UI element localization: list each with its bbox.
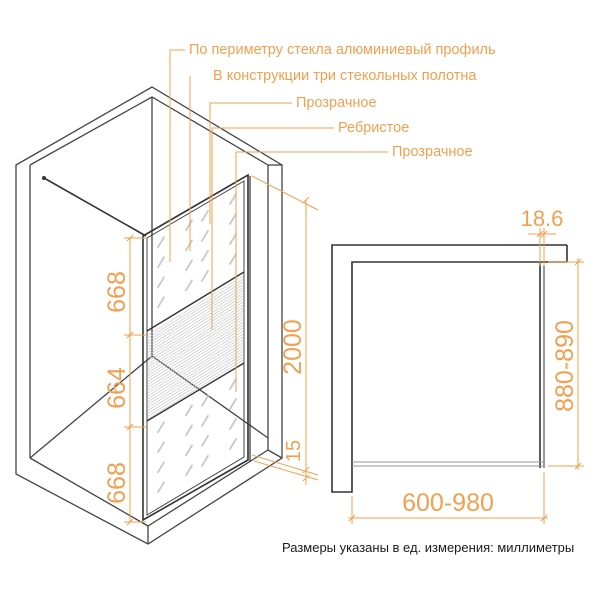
dim-panel-top: 668 (103, 271, 131, 313)
dim-profile-width: 18.6 (521, 206, 564, 231)
height-dimension (251, 175, 319, 485)
reflection-mark (157, 421, 165, 434)
reflection-mark (229, 438, 237, 450)
rib-line (147, 330, 244, 391)
rib-line (147, 281, 244, 342)
rib-line (147, 336, 244, 397)
dim-width: 600-980 (402, 489, 494, 517)
rib-line (147, 339, 244, 400)
dim-panel-bottom: 668 (103, 462, 131, 504)
rib-line (147, 356, 244, 417)
reflection-mark (157, 461, 165, 474)
dim-depth: 880-890 (551, 320, 579, 412)
units-footnote: Размеры указаны в ед. измерения: миллиме… (282, 540, 575, 555)
callout-transparent-bottom: Прозрачное (392, 144, 473, 160)
pane-divider-top (146, 271, 245, 332)
rib-line (147, 304, 244, 365)
reflection-mark (185, 424, 193, 437)
reflection-mark (229, 193, 237, 205)
pane-divider-bottom (146, 362, 245, 422)
dim-bottom-gap: 15 (283, 440, 305, 462)
reflection-mark (157, 441, 165, 454)
rib-line (147, 310, 244, 371)
reflection-mark (229, 378, 237, 390)
reflection-mark (185, 464, 193, 477)
panel-height-dimension (124, 234, 146, 526)
rib-line (147, 275, 244, 336)
reflection-mark (157, 296, 165, 309)
rib-line (147, 354, 244, 414)
reflection-mark (229, 418, 237, 430)
glass-panel (42, 173, 251, 522)
rib-line (147, 298, 244, 359)
rib-line (147, 313, 244, 373)
reflection-mark (201, 269, 209, 282)
ribbed-pattern (147, 275, 244, 420)
reflection-mark (201, 209, 209, 222)
dim-height: 2000 (279, 319, 307, 375)
rib-line (147, 351, 244, 411)
callout-ribbed: Ребристое (338, 120, 410, 136)
rib-line (147, 316, 244, 376)
rib-line (147, 325, 244, 385)
reflection-mark (157, 276, 165, 289)
rib-line (147, 307, 244, 368)
rib-line (147, 359, 244, 420)
room-outline (15, 86, 283, 545)
reflection-mark (157, 236, 165, 249)
rib-line (147, 278, 244, 339)
glass-reflections (157, 193, 237, 494)
rib-line (147, 293, 244, 353)
reflection-mark (185, 279, 193, 292)
reflection-mark (201, 434, 209, 447)
reflection-mark (229, 398, 237, 410)
rib-line (147, 342, 244, 402)
rib-line (147, 319, 244, 379)
rib-line (147, 301, 244, 362)
reflection-mark (185, 239, 193, 252)
rib-line (147, 333, 244, 394)
callout-transparent-top: Прозрачное (296, 95, 377, 111)
dim-panel-middle: 664 (103, 367, 131, 409)
reflection-mark (157, 481, 165, 494)
reflection-mark (185, 404, 193, 417)
reflection-mark (201, 394, 209, 407)
reflection-mark (185, 444, 193, 457)
callout-leaders (169, 49, 388, 392)
reflection-mark (157, 256, 165, 269)
callout-three-panels: В конструкции три стекольных полотна (213, 68, 477, 84)
rib-line (147, 296, 244, 356)
reflection-mark (201, 414, 209, 427)
rib-line (147, 284, 244, 344)
rib-line (147, 345, 244, 405)
reflection-mark (229, 253, 237, 265)
plan-dimensions (348, 228, 584, 524)
plan-view (331, 244, 568, 493)
rib-line (147, 348, 244, 408)
rib-line (147, 290, 244, 350)
reflection-mark (229, 233, 237, 245)
wall-brace (43, 177, 147, 237)
rib-line (147, 322, 244, 382)
reflection-mark (201, 229, 209, 242)
reflection-mark (201, 454, 209, 467)
rib-line (147, 327, 244, 388)
reflection-mark (229, 213, 237, 225)
rib-line (147, 287, 244, 347)
reflection-mark (185, 259, 193, 272)
reflection-mark (185, 219, 193, 232)
reflection-mark (201, 249, 209, 262)
callout-profile: По периметру стекла алюминиевый профиль (189, 42, 496, 58)
